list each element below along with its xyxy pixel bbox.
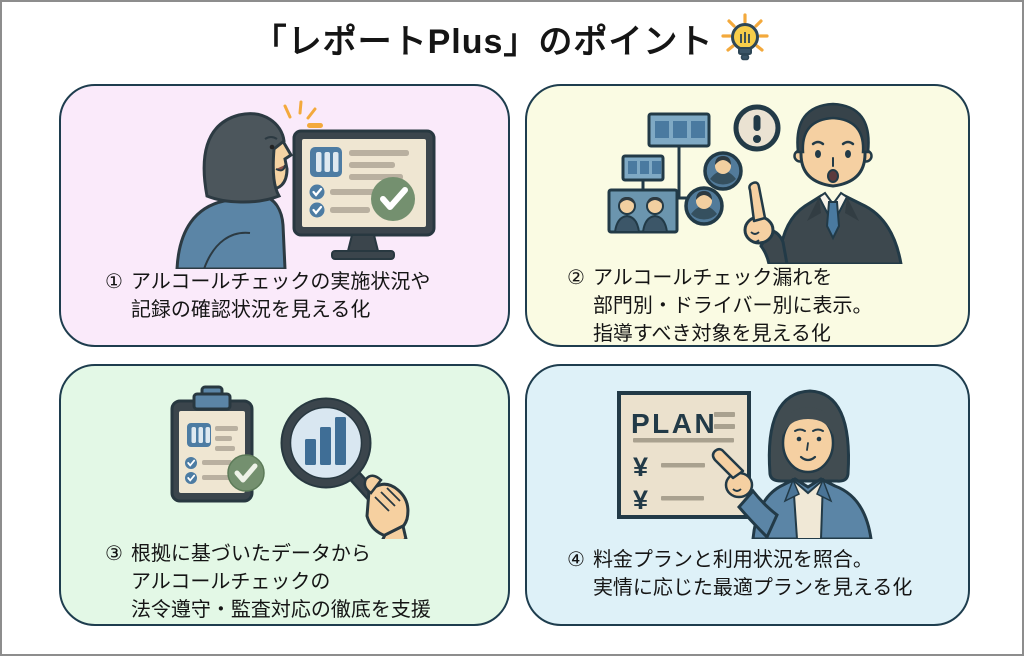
page-title: 「レポートPlus」のポイント [252,22,714,61]
hand-icon [363,474,410,539]
card-caption: ④ 料金プランと利用状況を照合。 実情に応じた最適プランを見える化 [567,546,912,602]
check-circle-icon [185,472,197,484]
monitor-checklist-icon [292,123,436,260]
woman-presenting-plan-illustration: PLAN ¥ ¥ [617,389,873,539]
card-caption: ③ 根拠に基づいたデータから アルコールチェックの 法令遵守・監査対応の徹底を支… [105,540,431,624]
big-check-icon [371,177,415,221]
man-figure [743,102,903,264]
point-number: ① [105,271,123,293]
check-circle-icon [309,184,325,200]
card-caption: ① アルコールチェックの実施状況や 記録の確認状況を見える化 [105,268,430,324]
magnifier-chart-icon [280,397,386,510]
plan-board-icon: PLAN ¥ ¥ [617,391,751,519]
woman-viewing-monitor-illustration [175,100,436,269]
clipboard-magnifier-illustration [170,385,410,539]
people-icon [613,197,669,233]
point-number: ④ [567,549,585,571]
woman-figure [711,389,873,539]
bar-chart-icon [305,417,346,465]
card-compliance-audit: ③ 根拠に基づいたデータから アルコールチェックの 法令遵守・監査対応の徹底を支… [59,364,510,626]
point-text: アルコールチェック漏れを 部門別・ドライバー別に表示。 指導すべき対象を見える化 [592,267,873,345]
lightbulb-icon [721,13,770,61]
clipboard-checklist-icon [170,385,265,503]
avatar-icon [703,151,743,191]
card-missed-check-display: ② アルコールチェック漏れを 部門別・ドライバー別に表示。 指導すべき対象を見え… [525,84,970,347]
avatar-icon [684,186,724,226]
yen-symbol: ¥ [633,452,648,482]
point-text: アルコールチェックの実施状況や 記録の確認状況を見える化 [130,271,431,321]
point-number: ③ [105,543,123,565]
pointing-finger-icon [743,181,789,264]
point-number: ② [567,267,585,289]
check-circle-icon [309,202,325,218]
yen-symbol: ¥ [633,485,648,515]
man-pointing-org-chart-illustration [607,102,903,264]
plan-label: PLAN [631,408,717,439]
card-optimal-plan: PLAN ¥ ¥ [525,364,970,626]
point-text: 根拠に基づいたデータから アルコールチェックの 法令遵守・監査対応の徹底を支援 [130,543,431,621]
check-circle-icon [185,457,197,469]
alert-icon [733,104,781,152]
title-row: 「レポートPlus」のポイント [2,12,1022,64]
org-chart-icon [647,112,743,226]
sparkle-icon [283,100,317,120]
card-monitoring-status: ① アルコールチェックの実施状況や 記録の確認状況を見える化 [59,84,510,347]
card-caption: ② アルコールチェック漏れを 部門別・ドライバー別に表示。 指導すべき対象を見え… [567,264,873,348]
pointing-finger-icon [711,448,779,539]
point-text: 料金プランと利用状況を照合。 実情に応じた最適プランを見える化 [592,549,913,599]
woman-profile-figure [175,112,294,269]
department-chart-icon [607,154,679,234]
